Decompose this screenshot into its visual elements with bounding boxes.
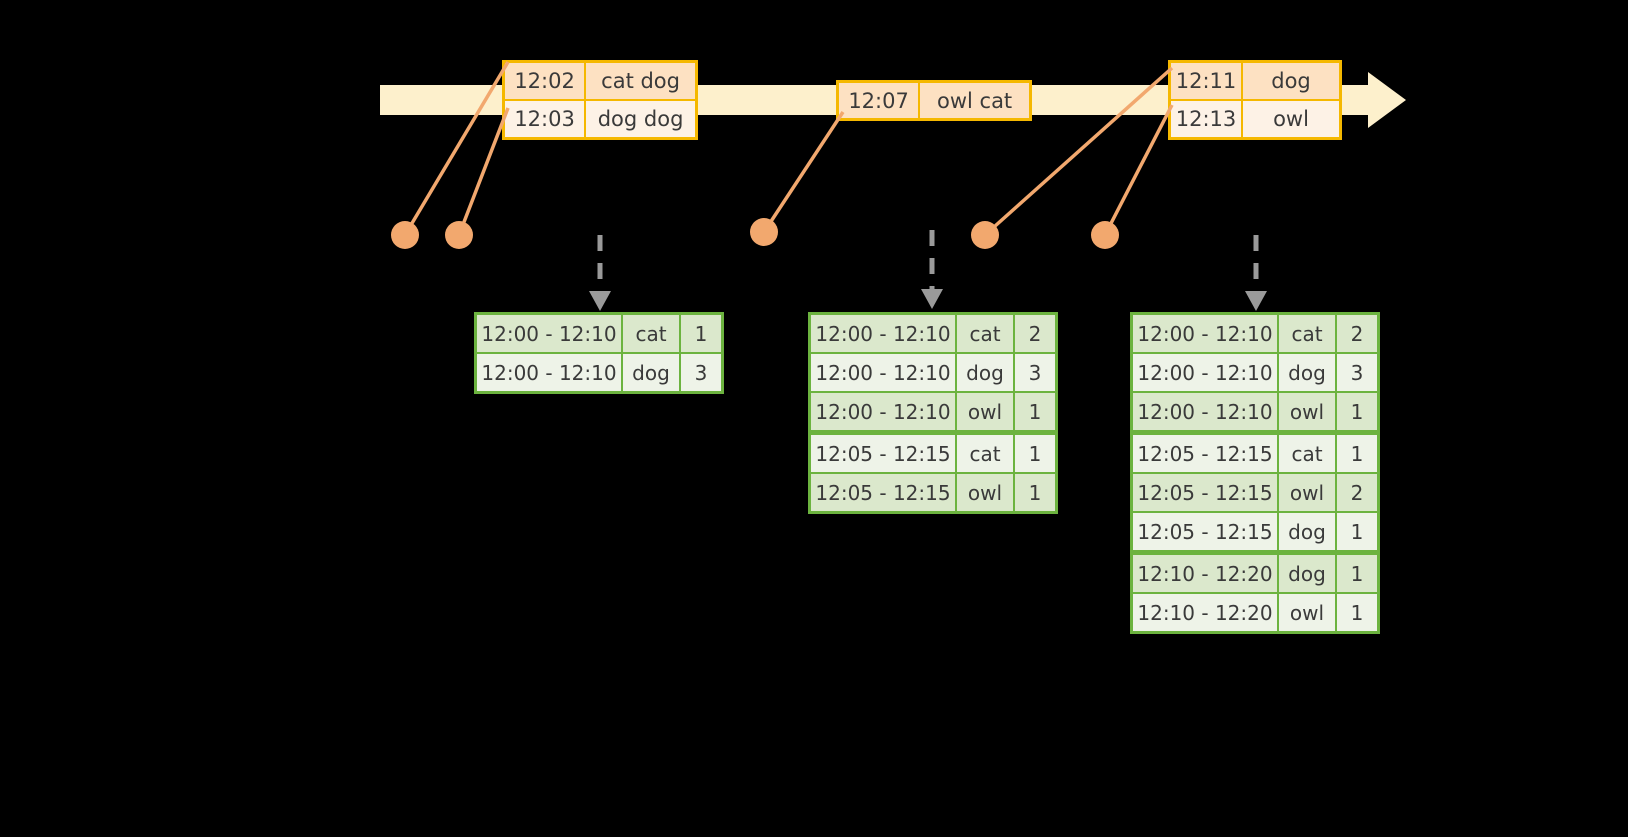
event-box-group-3[interactable]: 12:11 dog 12:13 owl bbox=[1168, 60, 1342, 140]
event-row: 12:02 cat dog bbox=[505, 63, 695, 99]
cell-window: 12:05 - 12:15 bbox=[1133, 513, 1279, 550]
cell-window: 12:00 - 12:10 bbox=[477, 315, 623, 352]
event-payload: owl bbox=[1243, 101, 1339, 137]
timeline-arrow-head bbox=[1368, 72, 1406, 128]
cell-word: dog bbox=[1279, 354, 1337, 391]
event-time: 12:13 bbox=[1171, 101, 1243, 137]
cell-count: 1 bbox=[1337, 555, 1377, 592]
cell-window: 12:00 - 12:10 bbox=[1133, 393, 1279, 430]
cell-count: 1 bbox=[1337, 594, 1377, 631]
event-payload: cat dog bbox=[586, 63, 695, 99]
event-row: 12:13 owl bbox=[1171, 99, 1339, 137]
cell-count: 2 bbox=[1337, 315, 1377, 352]
event-time: 12:07 bbox=[839, 83, 921, 118]
cell-word: owl bbox=[1279, 474, 1337, 511]
cell-window: 12:05 - 12:15 bbox=[811, 435, 957, 472]
cell-window: 12:05 - 12:15 bbox=[1133, 474, 1279, 511]
cell-count: 1 bbox=[1337, 513, 1377, 550]
cell-word: dog bbox=[1279, 555, 1337, 592]
event-row: 12:07 owl cat bbox=[839, 83, 1029, 118]
cell-word: cat bbox=[1279, 435, 1337, 472]
cell-count: 1 bbox=[1337, 393, 1377, 430]
dashed-arrow-head-1 bbox=[589, 291, 611, 311]
cell-count: 3 bbox=[1337, 354, 1377, 391]
dashed-arrow-head-3 bbox=[1245, 291, 1267, 311]
event-payload: dog dog bbox=[586, 101, 695, 137]
cell-word: dog bbox=[957, 354, 1015, 391]
cell-count: 1 bbox=[681, 315, 721, 352]
event-time: 12:02 bbox=[505, 63, 587, 99]
connector-line-12-13 bbox=[1103, 104, 1174, 236]
cell-window: 12:00 - 12:10 bbox=[1133, 315, 1279, 352]
connector-dot-12-07 bbox=[750, 218, 778, 246]
event-time: 12:11 bbox=[1171, 63, 1243, 99]
cell-word: cat bbox=[957, 435, 1015, 472]
cell-window: 12:10 - 12:20 bbox=[1133, 555, 1279, 592]
cell-word: dog bbox=[623, 354, 681, 391]
cell-word: dog bbox=[1279, 513, 1337, 550]
connector-dot-12-03 bbox=[445, 221, 473, 249]
dashed-arrow-head-2 bbox=[921, 289, 943, 309]
cell-window: 12:00 - 12:10 bbox=[811, 393, 957, 430]
cell-count: 3 bbox=[1015, 354, 1055, 391]
cell-window: 12:05 - 12:15 bbox=[1133, 435, 1279, 472]
cell-word: owl bbox=[1279, 594, 1337, 631]
cell-word: owl bbox=[957, 393, 1015, 430]
connector-line-12-07 bbox=[762, 111, 845, 233]
event-payload: dog bbox=[1243, 63, 1339, 99]
connector-dot-12-02 bbox=[391, 221, 419, 249]
cell-word: cat bbox=[1279, 315, 1337, 352]
cell-count: 3 bbox=[681, 354, 721, 391]
connector-line-12-03 bbox=[457, 107, 510, 236]
connector-dot-12-11 bbox=[971, 221, 999, 249]
event-row: 12:03 dog dog bbox=[505, 99, 695, 137]
cell-word: owl bbox=[1279, 393, 1337, 430]
cell-count: 2 bbox=[1337, 474, 1377, 511]
cell-window: 12:00 - 12:10 bbox=[811, 315, 957, 352]
connector-dot-12-13 bbox=[1091, 221, 1119, 249]
cell-window: 12:00 - 12:10 bbox=[477, 354, 623, 391]
cell-count: 1 bbox=[1015, 435, 1055, 472]
cell-window: 12:10 - 12:20 bbox=[1133, 594, 1279, 631]
event-box-group-1[interactable]: 12:02 cat dog 12:03 dog dog bbox=[502, 60, 698, 140]
cell-word: cat bbox=[957, 315, 1015, 352]
event-payload: owl cat bbox=[920, 83, 1029, 118]
cell-word: owl bbox=[957, 474, 1015, 511]
cell-window: 12:05 - 12:15 bbox=[811, 474, 957, 511]
cell-window: 12:00 - 12:10 bbox=[811, 354, 957, 391]
cell-count: 2 bbox=[1015, 315, 1055, 352]
cell-count: 1 bbox=[1015, 474, 1055, 511]
event-time: 12:03 bbox=[505, 101, 587, 137]
event-box-group-2[interactable]: 12:07 owl cat bbox=[836, 80, 1032, 121]
cell-word: cat bbox=[623, 315, 681, 352]
cell-count: 1 bbox=[1015, 393, 1055, 430]
cell-window: 12:00 - 12:10 bbox=[1133, 354, 1279, 391]
event-row: 12:11 dog bbox=[1171, 63, 1339, 99]
cell-count: 1 bbox=[1337, 435, 1377, 472]
